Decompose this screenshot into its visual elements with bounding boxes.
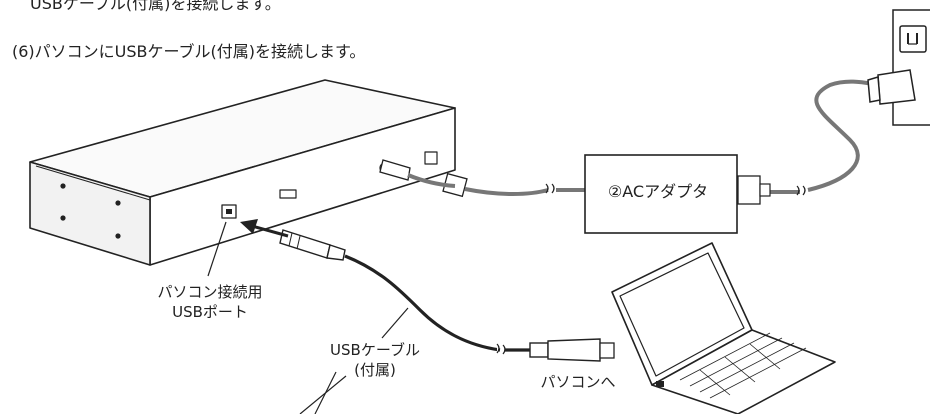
usb-cable bbox=[279, 229, 615, 362]
usb-cable-label-line2: (付属) bbox=[354, 361, 396, 379]
laptop bbox=[611, 242, 836, 414]
usb-cable-label-line1: USBケーブル bbox=[330, 341, 420, 359]
usb-port-callout: パソコン接続用 USBポート bbox=[140, 282, 280, 322]
ac-adapter-box bbox=[584, 154, 738, 234]
usb-cable-callout: USBケーブル (付属) bbox=[305, 340, 445, 380]
step-6-instruction: (6)パソコンにUSBケーブル(付属)を接続します。 bbox=[12, 42, 366, 61]
previous-step-text: USBケーブル(付属)を接続します。 bbox=[30, 0, 281, 13]
insert-arrow bbox=[240, 219, 289, 238]
wall-outlet bbox=[867, 9, 930, 126]
usb-port-label-line1: パソコン接続用 bbox=[157, 283, 263, 301]
to-pc-label: パソコンへ bbox=[540, 373, 616, 391]
leader-lines bbox=[207, 221, 409, 414]
ac-adapter-label: ②ACアダプタ bbox=[607, 182, 709, 201]
ac-adapter-cable bbox=[379, 79, 881, 205]
usb-port-label-line2: USBポート bbox=[172, 303, 248, 321]
usb-device bbox=[29, 79, 456, 266]
